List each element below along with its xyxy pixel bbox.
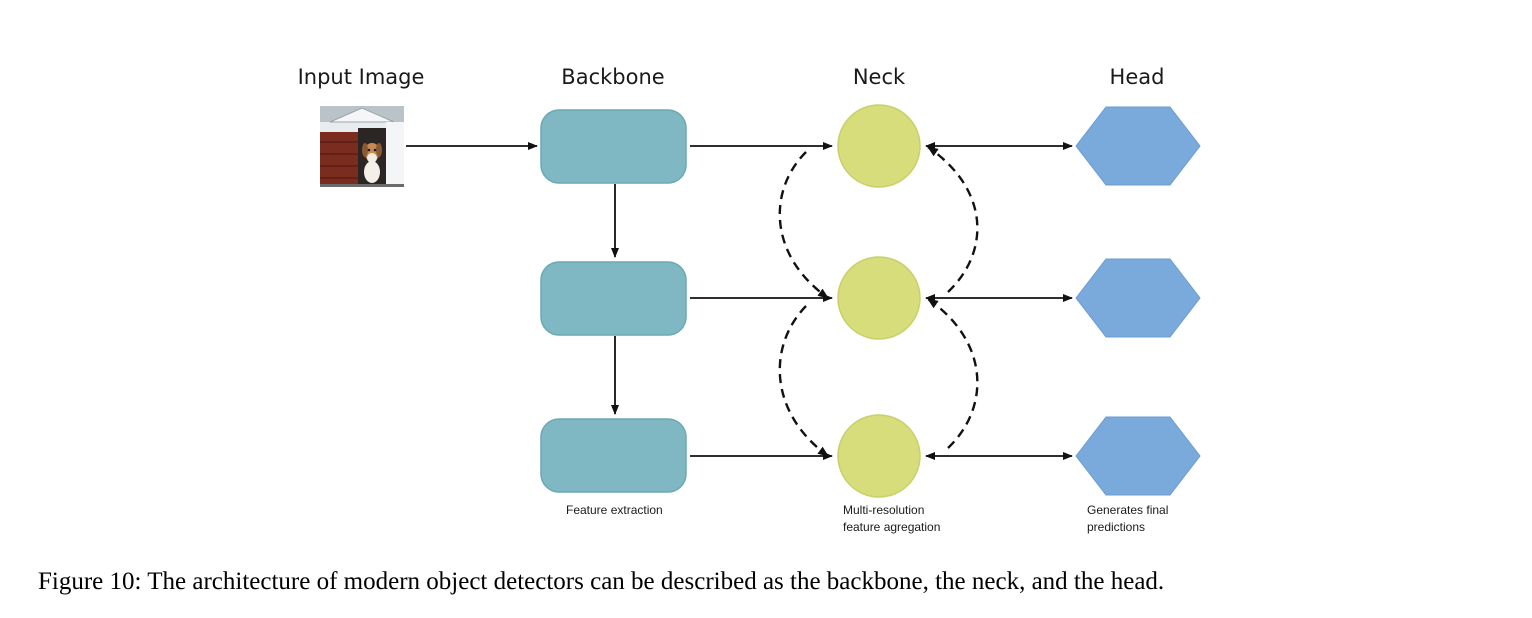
backbone-block-1 xyxy=(540,109,687,184)
input-image-thumbnail xyxy=(320,106,404,187)
backbone-block-2 xyxy=(540,261,687,336)
neck-dashed-arc-left-2 xyxy=(778,305,829,457)
neck-dashed-arc-right-2 xyxy=(927,146,979,293)
neck-note-line-2: feature agregation xyxy=(843,520,940,534)
figure-caption: Figure 10: The architecture of modern ob… xyxy=(38,568,1165,595)
backbone-note: Feature extraction xyxy=(566,503,663,517)
backbone-title: Backbone xyxy=(561,65,664,89)
head-note-line-1: Generates final xyxy=(1087,503,1168,517)
backbone-block-3 xyxy=(540,418,687,493)
head-node-3 xyxy=(1075,416,1201,496)
head-node-1 xyxy=(1075,106,1201,186)
head-note-line-2: predictions xyxy=(1087,520,1145,534)
neck-dashed-arc-right-1 xyxy=(927,298,979,449)
head-node-2 xyxy=(1075,258,1201,338)
input-image-title: Input Image xyxy=(298,65,425,89)
head-title: Head xyxy=(1110,65,1165,89)
neck-note-line-1: Multi-resolution xyxy=(843,503,924,517)
neck-node-1 xyxy=(837,104,921,188)
neck-node-3 xyxy=(837,414,921,498)
neck-dashed-arc-left-1 xyxy=(778,151,829,299)
neck-title: Neck xyxy=(853,65,906,89)
neck-node-2 xyxy=(837,256,921,340)
